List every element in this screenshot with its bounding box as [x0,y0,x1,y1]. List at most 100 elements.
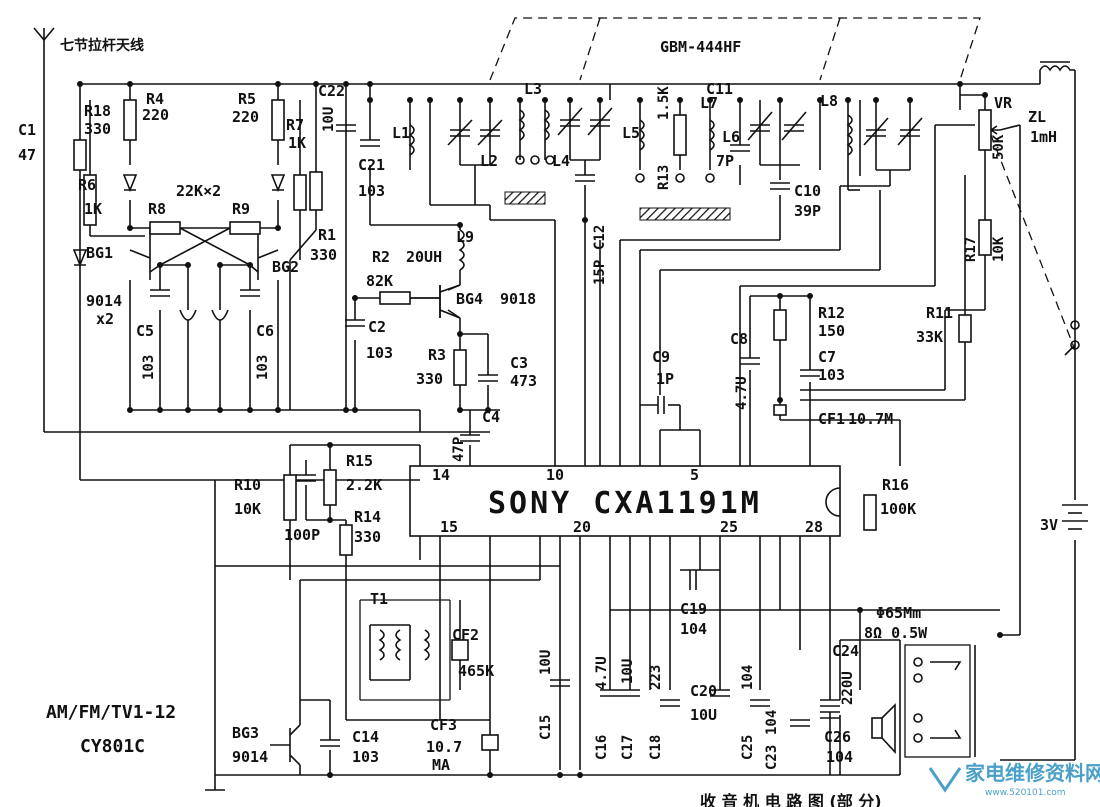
label-cf3-unit: MA [432,756,450,774]
label-c23-value: 104 [764,710,780,735]
label-r13: R13 [656,165,672,190]
capacitor-c18 [660,699,680,707]
chip-pin-14: 14 [432,466,450,484]
label-c20: C20 [690,682,717,700]
label-c10-value: 39P [794,202,821,220]
resistor-r17 [978,219,992,256]
label-r18: R18 [84,102,111,120]
label-c21-value: 103 [358,182,385,200]
label-c20-value: 10U [690,706,717,724]
label-l9: L9 [456,228,474,246]
ferrite-bar-2 [639,207,731,221]
capacitor-c26 [820,711,840,719]
label-l1: L1 [392,124,410,142]
label-c17-value: 10U [620,659,636,684]
capacitor-c15 [550,679,570,687]
label-vr: VR [994,94,1013,112]
label-r5-value: 220 [232,108,259,126]
label-bg1-value: 9014 [86,292,122,310]
capacitor-c9 [657,396,665,414]
label-l7-value: 7P [716,152,734,170]
diode-1 [122,174,138,193]
label-speaker-spec: 8Ω 0.5W [864,624,928,642]
power-switch [1064,320,1080,356]
label-bg1: BG1 [86,244,113,262]
capacitor-c8 [740,357,760,365]
capacitor-c21 [360,139,380,147]
label-r15: R15 [346,452,373,470]
label-c15-value: 10U [538,650,554,675]
label-c4-value: 47P [451,437,467,462]
inductor-l6 [708,119,715,151]
capacitor-c24 [820,699,840,707]
label-r6-value: 1K [84,200,102,218]
resistor-r5 [271,99,285,141]
resistor-r14 [339,524,353,556]
capacitor-c4 [460,434,480,442]
label-r5: R5 [238,90,256,108]
jack-panel [904,644,976,758]
label-c1: C1 [18,121,36,139]
resistor-r13 [673,114,687,156]
label-c2-value: 103 [366,344,393,362]
resistor-r3 [453,349,467,386]
watermark-url: www.520101.com [985,788,1066,798]
capacitor-c10 [770,182,790,190]
label-c3-value: 473 [510,372,537,390]
potentiometer-vr [978,109,1000,151]
ceramic-filter-cf3 [481,734,499,751]
label-l4: L4 [552,152,570,170]
label-c25-value: 104 [740,665,756,690]
component-labels: C1 47 R18 330 R4 220 R5 220 R6 1K R7 1K … [18,80,1058,774]
label-r7: R7 [286,116,304,134]
resistor-r7 [293,174,307,211]
label-c12-value: 15P [592,260,608,285]
label-c3: C3 [510,354,528,372]
inductor-l5 [638,119,645,151]
label-c2: C2 [368,318,386,336]
chip-pin-10: 10 [546,466,564,484]
label-l9-value: 20UH [406,248,442,266]
label-c17: C17 [620,735,636,760]
label-r18-value: 330 [84,120,111,138]
label-r4: R4 [146,90,164,108]
capacitor-c7 [800,369,820,377]
inductor-l3 [518,109,550,141]
label-r8-value: 22K×2 [176,182,221,200]
speaker-icon [871,703,896,755]
label-c7: C7 [818,348,836,366]
watermark-text: 家电维修资料网 [965,761,1100,785]
label-cf3-value: 10.7 [426,738,462,756]
label-zl: ZL [1028,108,1046,126]
label-c15: C15 [538,715,554,740]
label-cf2-value: 465K [458,662,494,680]
label-100p: 100P [284,526,320,544]
label-c4: C4 [482,408,500,426]
label-r3-value: 330 [416,370,443,388]
inductor-l9 [458,229,465,271]
ceramic-filter-cf2 [451,639,469,661]
resistor-r2 [379,291,411,305]
junctions [77,81,1003,778]
label-r17-value: 10K [991,236,1007,262]
label-r12: R12 [818,304,845,322]
watermark-logo-icon [928,767,962,793]
label-l6: L6 [722,128,740,146]
model-label: CY801C [80,736,145,757]
label-r2-value: 82K [366,272,393,290]
label-c19: C19 [680,600,707,618]
tuning-cap-2 [557,107,613,136]
transistor-bg1 [129,249,161,280]
label-c18-value: 223 [648,665,664,690]
tuning-cap-4 [863,117,923,146]
label-c16: C16 [594,735,610,760]
ic-cxa1191m [409,465,841,537]
label-c22-value: 10U [321,107,337,132]
label-cf3: CF3 [430,716,457,734]
label-c23: C23 [764,745,780,770]
label-battery: 3V [1040,516,1058,534]
module-outline [489,17,1076,351]
label-r7-value: 1K [288,134,306,152]
inductor-l8 [846,114,853,156]
capacitor-c14 [320,739,340,747]
